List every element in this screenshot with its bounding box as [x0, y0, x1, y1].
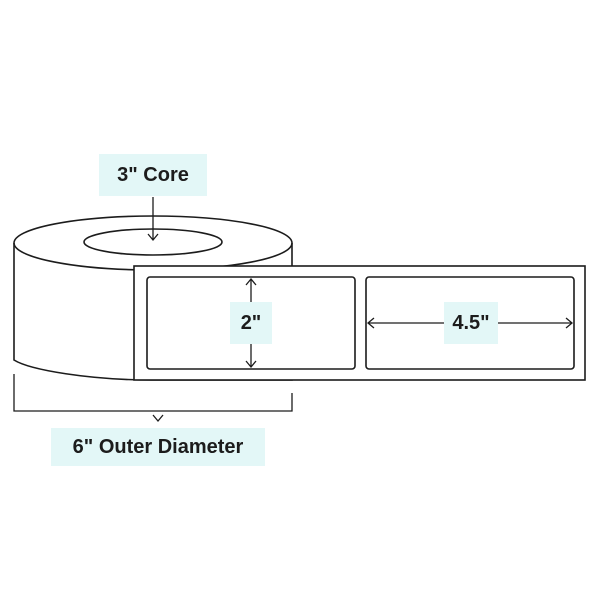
core-tag-bg: [99, 154, 207, 196]
label-width-label: 4.5": [452, 311, 490, 334]
label-height-label: 2": [240, 311, 262, 334]
diameter-bracket: [13, 374, 293, 423]
core-size-label: 3" Core: [117, 163, 189, 186]
height-tag-bg: [230, 302, 272, 344]
height-dimension-arrow: [245, 277, 257, 369]
core-pointer-arrow: [147, 197, 159, 242]
width-tag-bg: [444, 302, 498, 344]
outer-diameter-label: 6" Outer Diameter: [72, 435, 244, 458]
width-dimension-arrow: [366, 317, 574, 329]
diameter-tag-bg: [51, 428, 265, 466]
